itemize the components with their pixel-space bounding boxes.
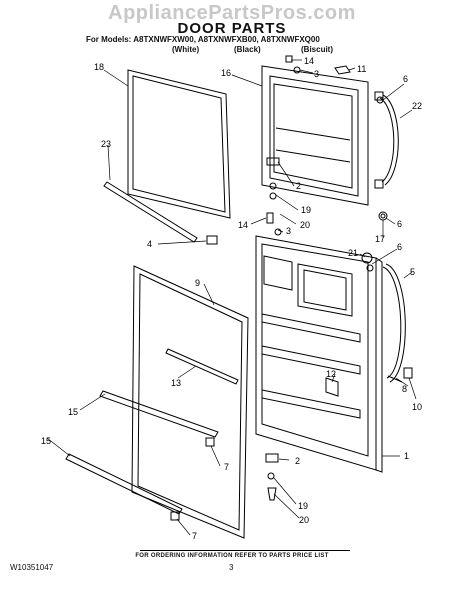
callout-16: 16 bbox=[221, 68, 231, 78]
callout-6-middle: 6 bbox=[397, 219, 402, 229]
watermark: AppliancePartsPros.com bbox=[108, 2, 356, 24]
callout-6-top: 6 bbox=[403, 74, 408, 84]
callout-17: 17 bbox=[375, 234, 385, 244]
callout-6-lower: 6 bbox=[397, 242, 402, 252]
callout-7-upper: 7 bbox=[224, 462, 229, 472]
freezer-door bbox=[261, 65, 369, 206]
callout-4: 4 bbox=[147, 239, 152, 249]
freezer-gasket-inner bbox=[132, 75, 226, 213]
dairy-compartment bbox=[263, 255, 293, 291]
ordering-note: FOR ORDERING INFORMATION REFER TO PARTS … bbox=[135, 553, 329, 559]
callout-1: 1 bbox=[404, 451, 409, 461]
callout-20-lower: 20 bbox=[299, 515, 309, 525]
door-shelf-3 bbox=[261, 389, 361, 419]
callout-10: 10 bbox=[412, 402, 422, 412]
callout-13: 13 bbox=[171, 378, 181, 388]
footer-rule bbox=[140, 550, 350, 551]
clip-4 bbox=[206, 235, 218, 245]
callout-14-middle: 14 bbox=[238, 220, 248, 230]
callout-23: 23 bbox=[101, 139, 111, 149]
fresh-food-gasket-inner bbox=[137, 273, 243, 531]
callout-2-lower: 2 bbox=[295, 456, 300, 466]
callout-3-middle: 3 bbox=[286, 226, 291, 236]
callout-7-lower: 7 bbox=[192, 531, 197, 541]
callout-15-lower: 15 bbox=[41, 436, 51, 446]
color-white-label: (White) bbox=[172, 45, 200, 54]
callout-9: 9 bbox=[195, 278, 200, 288]
callout-5: 5 bbox=[410, 267, 415, 277]
color-black-label: (Black) bbox=[234, 45, 261, 54]
callout-11: 11 bbox=[357, 64, 366, 74]
callout-19-lower: 19 bbox=[298, 501, 308, 511]
color-biscuit-label: (Biscuit) bbox=[301, 45, 333, 54]
callout-labels: 18 16 14 3 11 6 22 23 2 19 20 14 3 6 17 … bbox=[41, 56, 422, 541]
fresh-food-door-liner bbox=[261, 243, 369, 457]
fresh-food-door bbox=[255, 235, 377, 471]
hinge-lower bbox=[265, 453, 279, 463]
door-shelf-2 bbox=[261, 345, 361, 375]
callout-3-top: 3 bbox=[314, 69, 319, 79]
freezer-gasket bbox=[127, 69, 231, 219]
callout-22: 22 bbox=[412, 101, 422, 111]
callout-18: 18 bbox=[94, 62, 104, 72]
shelf-bar-15-upper bbox=[99, 390, 219, 438]
document-number: W10351047 bbox=[10, 563, 54, 572]
hinge-upper bbox=[266, 157, 280, 166]
page-number: 3 bbox=[229, 563, 234, 572]
callout-8: 8 bbox=[402, 384, 407, 394]
callout-12: 12 bbox=[326, 369, 336, 379]
fresh-food-handle bbox=[385, 263, 406, 383]
door-shelf-1 bbox=[261, 313, 361, 343]
callout-21: 21 bbox=[348, 248, 358, 258]
label-11 bbox=[334, 65, 351, 75]
callout-15-upper: 15 bbox=[68, 407, 78, 417]
model-list: For Models: A8TXNWFXW00, A8TXNWFXB00, A8… bbox=[86, 35, 320, 44]
shelf-bar-13 bbox=[165, 348, 239, 385]
callout-20-upper: 20 bbox=[300, 220, 310, 230]
page-title: DOOR PARTS bbox=[177, 20, 287, 37]
callout-2-upper: 2 bbox=[296, 181, 301, 191]
callout-19-upper: 19 bbox=[301, 205, 311, 215]
freezer-handle bbox=[382, 94, 399, 186]
fresh-food-gasket bbox=[131, 265, 249, 539]
freezer-door-liner bbox=[269, 75, 359, 197]
freezer-shelf-bar bbox=[103, 181, 198, 243]
callout-14-top: 14 bbox=[304, 56, 314, 66]
